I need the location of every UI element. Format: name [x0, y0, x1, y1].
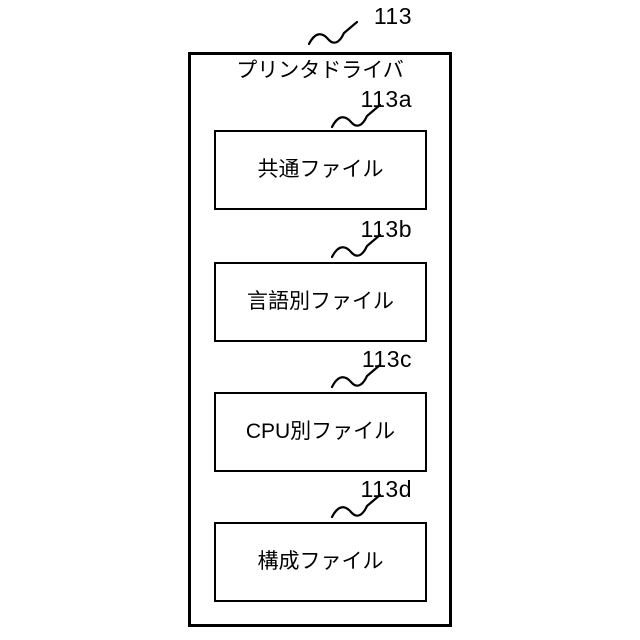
reference-numeral-113a: 113a — [360, 86, 412, 112]
block-cpu-file: CPU別ファイル — [214, 392, 427, 472]
block-language-file-label: 言語別ファイル — [247, 290, 394, 313]
block-language-file: 言語別ファイル — [214, 262, 427, 342]
block-configuration-file: 構成ファイル — [214, 522, 427, 602]
block-common-file: 共通ファイル — [214, 130, 427, 210]
reference-numeral-113d: 113d — [360, 476, 412, 502]
leader-line-113c-icon — [330, 363, 382, 389]
leader-line-113a-icon — [330, 103, 382, 129]
reference-numeral-113: 113 — [373, 3, 412, 29]
leader-line-113b-icon — [330, 233, 382, 259]
block-cpu-file-label: CPU別ファイル — [245, 420, 396, 443]
block-common-file-label: 共通ファイル — [257, 158, 384, 181]
leader-line-113-icon — [307, 20, 359, 46]
printer-driver-title: プリンタドライバ — [236, 59, 404, 82]
reference-numeral-113b: 113b — [360, 216, 412, 242]
block-configuration-file-label: 構成ファイル — [257, 550, 384, 573]
reference-numeral-113c: 113c — [361, 346, 412, 372]
leader-line-113d-icon — [330, 493, 382, 519]
